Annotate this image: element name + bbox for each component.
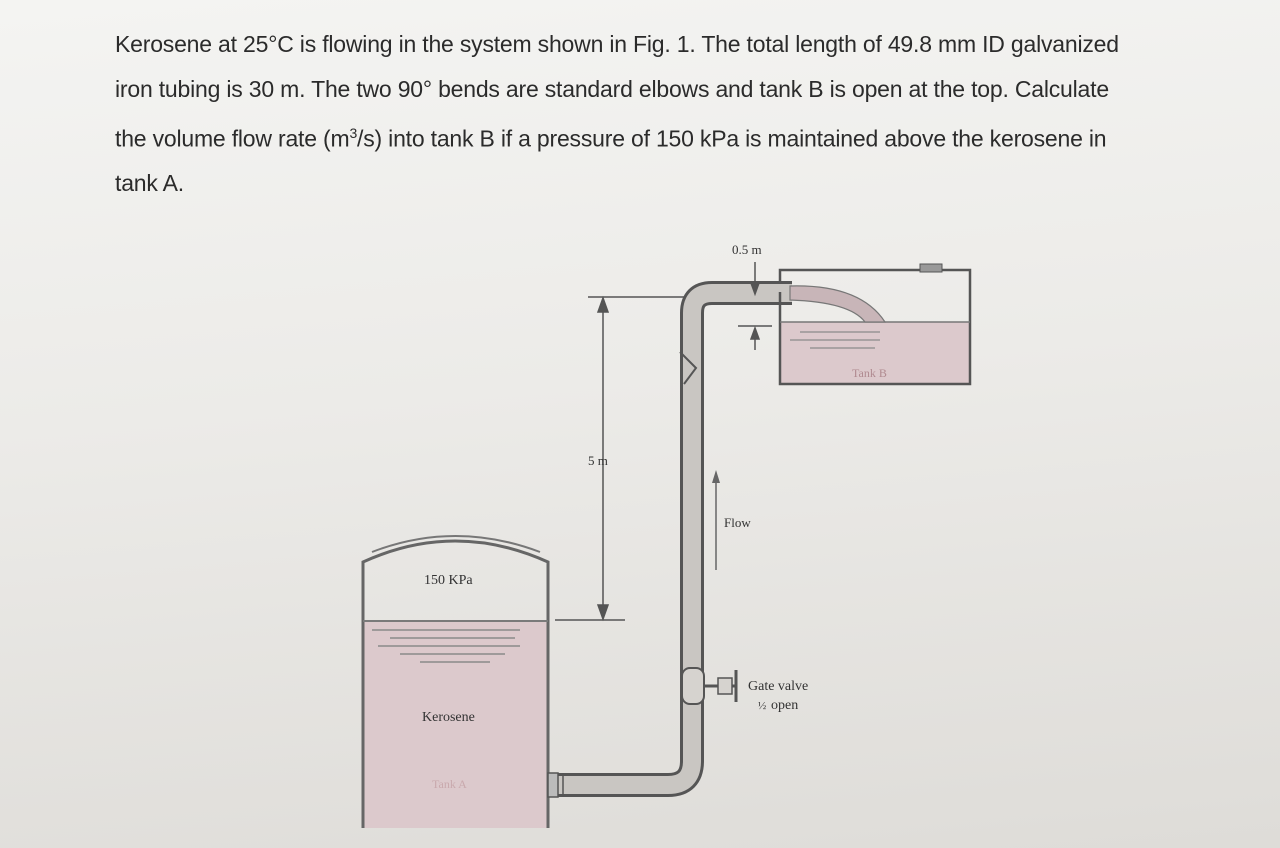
problem-line-2: iron tubing is 30 m. The two 90° bends a… [115, 75, 1109, 102]
tank-b-vent [919, 263, 943, 273]
problem-line-1: Kerosene at 25°C is flowing in the syste… [115, 31, 1119, 57]
tank-a-dome [371, 535, 541, 553]
label-flow: Flow [724, 515, 751, 530]
valve-body [681, 667, 705, 705]
label-kerosene: Kerosene [422, 710, 475, 725]
tank-b [778, 263, 972, 386]
discharge-jet [789, 285, 887, 323]
label-valve-open: open [771, 698, 798, 713]
label-tank-a: Tank A [432, 777, 467, 791]
gate-valve [681, 667, 738, 705]
arrow-up-icon [596, 295, 610, 313]
label-valve-fraction: ½ [758, 700, 766, 712]
problem-line-3: the volume flow rate (m3/s) into tank B … [115, 111, 1225, 161]
top-dimension [738, 262, 772, 350]
pipeline [547, 281, 792, 798]
height-dimension [555, 295, 690, 622]
problem-line-3-pre: the volume flow rate (m [115, 125, 350, 152]
tank-b-surface-hatch [790, 331, 880, 349]
problem-line-3-post: /s) into tank B if a pressure of 150 kPa… [357, 125, 1107, 152]
label-pressure: 150 KPa [424, 573, 473, 588]
label-tank-b: Tank B [852, 366, 887, 380]
problem-statement: Kerosene at 25°C is flowing in the syste… [115, 22, 1225, 206]
arrow-down-small-icon [749, 282, 761, 297]
tank-a-flange [547, 772, 559, 798]
valve-handwheel [717, 677, 733, 695]
elbow-marker-icon [679, 351, 698, 385]
tank-b-outline [778, 268, 972, 386]
superscript-3: 3 [349, 125, 358, 141]
arrow-down-icon [596, 604, 610, 622]
tank-a-liquid [363, 621, 548, 828]
arrow-up-small-icon [749, 325, 761, 340]
pipe-segment [548, 281, 792, 797]
problem-line-4: tank A. [115, 170, 184, 197]
label-top-dimension: 0.5 m [732, 242, 762, 257]
label-gate-valve: Gate valve [748, 679, 808, 694]
tank-a-outline [361, 539, 550, 828]
tank-a [361, 535, 550, 828]
tank-a-surface-hatch [372, 629, 520, 663]
flow-indicator [712, 470, 720, 570]
label-height: 5 m [588, 453, 608, 468]
flow-arrow-icon [712, 470, 720, 483]
pipe-segment-inner [548, 284, 792, 794]
